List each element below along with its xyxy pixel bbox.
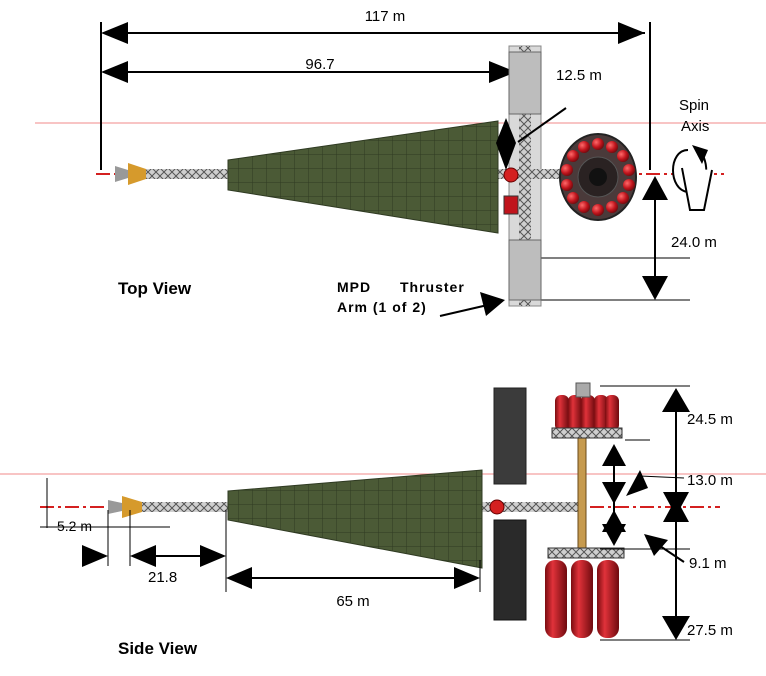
arrowhead: [480, 292, 505, 316]
hub-joint: [503, 167, 519, 183]
label-lower-offset: 9.1 m: [689, 555, 727, 572]
arrowhead: [602, 444, 626, 466]
label-truss: 21.8: [148, 569, 177, 586]
label-radiator-arm-distance: 96.7: [305, 56, 334, 73]
arrowhead: [200, 545, 226, 567]
leader-line: [517, 107, 567, 143]
nozzle: [115, 166, 128, 182]
arrowhead: [662, 388, 690, 412]
label-radiator-length: 65 m: [336, 593, 369, 610]
label-upper-tanks: 24.5 m: [687, 411, 733, 428]
label-lower-tanks: 27.5 m: [687, 622, 733, 639]
arrowhead: [644, 534, 668, 556]
arrowhead: [82, 545, 108, 567]
spin-axis-label-1: Spin: [679, 97, 709, 114]
arrowhead: [101, 61, 128, 83]
leader-line: [439, 303, 493, 317]
label-nozzle: 5.2 m: [57, 518, 92, 534]
label-spin-offset: 24.0 m: [671, 234, 717, 251]
radiator-panel: [227, 120, 499, 234]
mpd-label-1b: Thruster: [400, 279, 465, 295]
arm-width-diamond: [496, 118, 516, 170]
arrowhead: [130, 545, 156, 567]
label-arm-width: 12.5 m: [556, 67, 602, 84]
arrowhead: [626, 470, 648, 496]
engine-bell: [122, 496, 142, 518]
mpd-label-1a: MPD: [337, 279, 371, 295]
arrowhead: [454, 567, 480, 589]
spin-axis-icon: [672, 145, 713, 211]
hub-module: [503, 195, 519, 215]
arrowhead: [662, 616, 690, 640]
central-mast: [577, 429, 587, 551]
mpd-thruster-panel: [508, 51, 542, 115]
spin-axis-label-2: Axis: [681, 118, 709, 135]
arrowhead: [602, 524, 626, 546]
engine-bell: [128, 163, 146, 185]
habitat-tanks: [561, 138, 635, 216]
nozzle: [108, 500, 122, 514]
label-overall-length: 117 m: [365, 8, 406, 25]
arrowhead: [663, 492, 689, 516]
mpd-thruster-panel-side: [493, 387, 527, 485]
mpd-thruster-panel-side: [493, 519, 527, 621]
upper-tank-cluster: [551, 382, 623, 439]
leader-line: [639, 475, 685, 479]
arrowhead: [489, 61, 516, 83]
label-upper-offset: 13.0 m: [687, 472, 733, 489]
top-view: 117 m 96.7 12.5 m: [35, 8, 766, 317]
mpd-label-2: Arm (1 of 2): [337, 299, 427, 315]
side-view: 24.5 m 13.0 m 9.1 m 27.5 m 5.2 m 21.8 65…: [0, 382, 766, 658]
radiator-panel: [227, 469, 483, 569]
arrowhead: [642, 276, 668, 300]
arrowhead: [226, 567, 252, 589]
habitat-center: [589, 168, 607, 186]
arrowhead: [101, 22, 128, 44]
arrowhead: [602, 482, 626, 504]
mpd-thruster-panel: [508, 239, 542, 301]
hub-joint: [489, 499, 505, 515]
top-view-title: Top View: [118, 279, 192, 298]
arrowhead: [642, 176, 668, 200]
side-view-title: Side View: [118, 639, 198, 658]
lower-tank-cluster: [545, 547, 625, 638]
arrowhead: [618, 22, 645, 44]
